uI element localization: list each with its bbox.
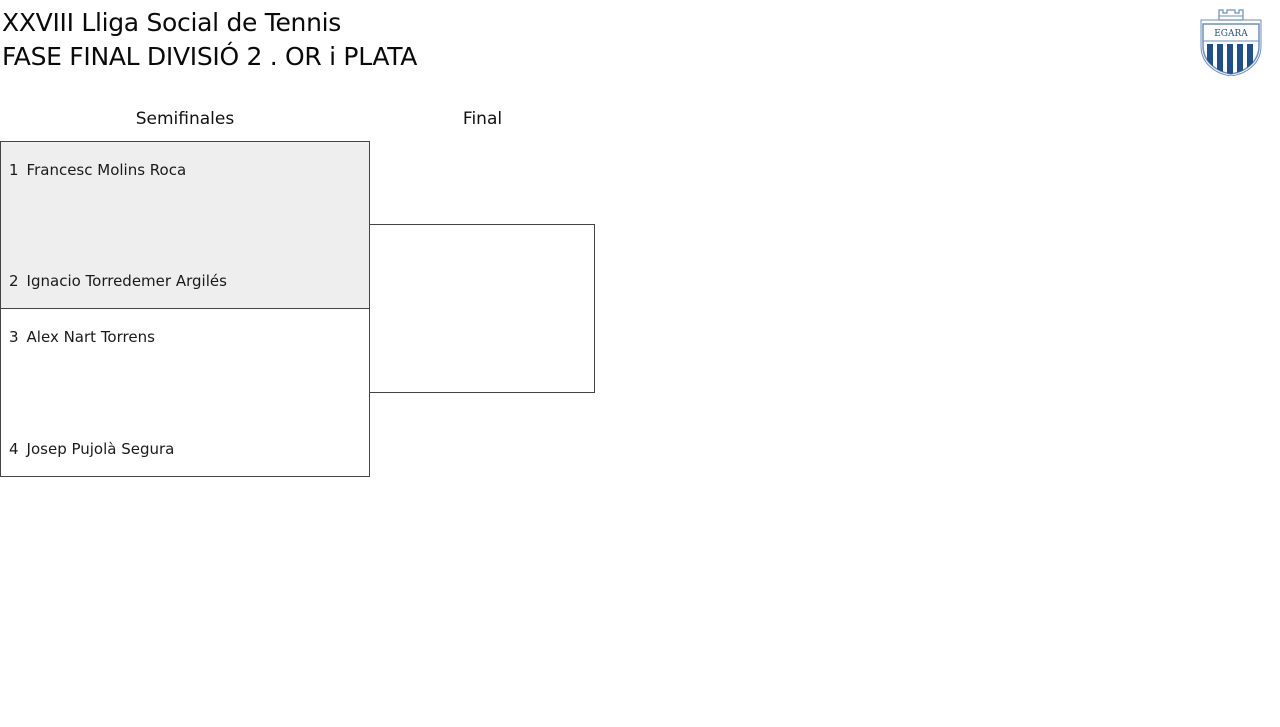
player-name: Josep Pujolà Segura — [26, 440, 175, 458]
player-entry[interactable]: 3 Alex Nart Torrens — [9, 328, 155, 346]
club-crest-icon: EGARA — [1200, 6, 1262, 77]
round-label-semifinals: Semifinales — [135, 109, 235, 129]
player-name: Ignacio Torredemer Argilés — [26, 272, 227, 290]
page-title: XXVIII Lliga Social de Tennis — [2, 8, 342, 37]
final-match[interactable] — [369, 224, 595, 393]
player-entry[interactable]: 1 Francesc Molins Roca — [9, 161, 186, 179]
player-seed: 2 — [9, 272, 19, 290]
player-name: Francesc Molins Roca — [26, 161, 187, 179]
crest-text: EGARA — [1214, 29, 1248, 39]
round-label-final: Final — [462, 109, 503, 129]
semifinal-match-2[interactable]: 3 Alex Nart Torrens 4 Josep Pujolà Segura — [0, 308, 370, 477]
player-name: Alex Nart Torrens — [26, 328, 155, 346]
player-entry[interactable]: 2 Ignacio Torredemer Argilés — [9, 272, 227, 290]
page-subtitle: FASE FINAL DIVISIÓ 2 . OR i PLATA — [2, 42, 418, 71]
club-crest-svg: EGARA — [1200, 9, 1262, 77]
player-seed: 3 — [9, 328, 19, 346]
player-seed: 1 — [9, 161, 19, 179]
semifinal-match-1[interactable]: 1 Francesc Molins Roca 2 Ignacio Torredeme… — [0, 141, 370, 309]
player-entry[interactable]: 4 Josep Pujolà Segura — [9, 440, 174, 458]
player-seed: 4 — [9, 440, 19, 458]
